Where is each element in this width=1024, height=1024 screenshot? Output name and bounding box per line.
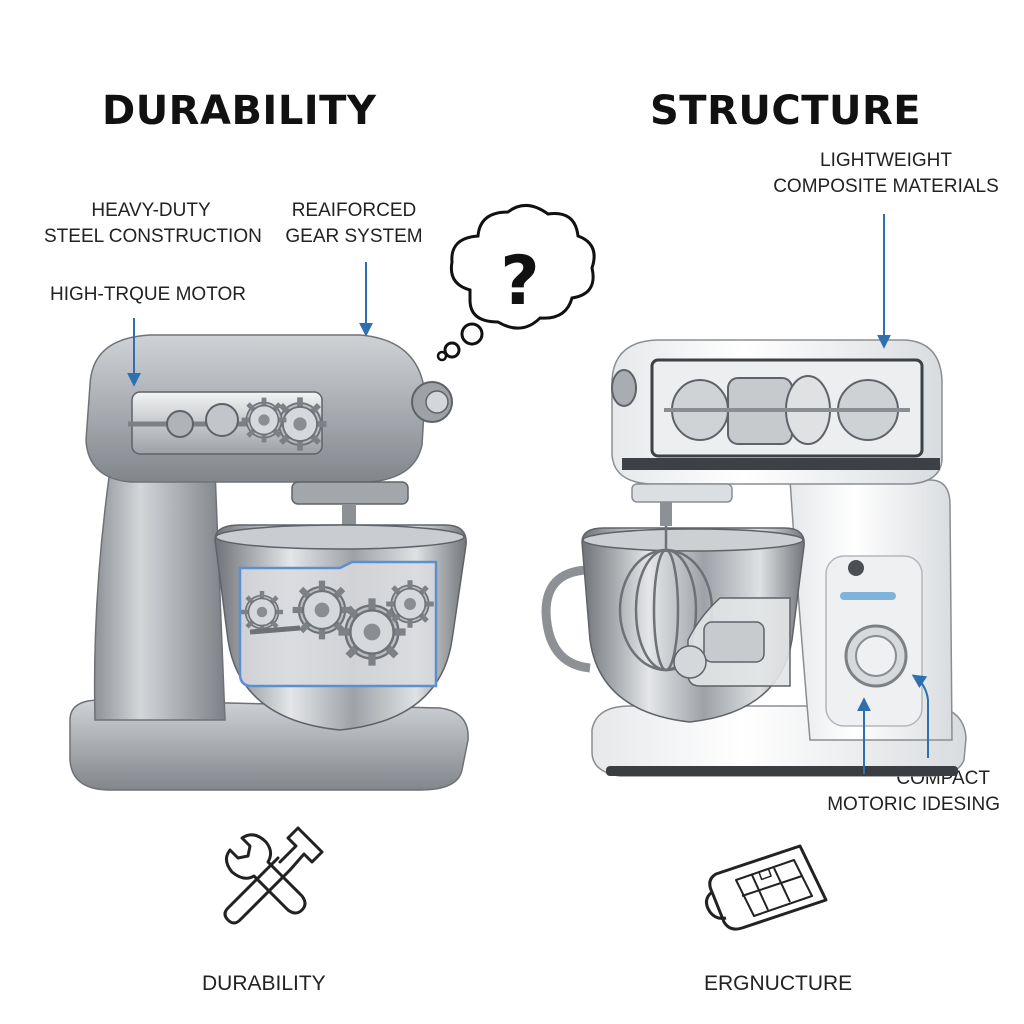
motor-callout: HIGH-TRQUE MOTOR — [50, 284, 246, 305]
gear-callout-line-1: REAIFORCED — [291, 200, 417, 221]
power-button — [848, 560, 864, 576]
compact-motor-arrow-2 — [911, 674, 929, 758]
structure-caption: ERGNUCTURE — [704, 972, 853, 995]
white-mixer-side-knob — [611, 369, 637, 407]
gear-system-callout: REAIFORCED GEAR SYSTEM — [280, 198, 428, 250]
steel-mixer-column — [93, 469, 226, 721]
materials-callout-line-1: LIGHTWEIGHT — [820, 150, 952, 171]
materials-callout-line-2: COMPOSITE MATERIALS — [773, 176, 999, 197]
white-mixer-bowl-handle — [541, 565, 597, 673]
durability-heading: DURABILITY — [102, 88, 377, 134]
question-mark: ? — [500, 242, 539, 321]
gear-callout-line-2: GEAR SYSTEM — [285, 226, 423, 247]
steel-callout-line-1: HEAVY-DUTY — [91, 200, 211, 221]
compact-callout-line-2: MOTORIC IDESING — [827, 794, 1000, 815]
steel-construction-callout: HEAVY-DUTY STEEL CONSTRUCTION — [44, 198, 262, 250]
white-stand-mixer — [541, 339, 967, 777]
structure-heading: STRUCTURE — [650, 88, 922, 134]
thought-bubble-icon: ? — [436, 204, 596, 362]
wrench-hammer-icon — [223, 826, 324, 925]
durability-caption: DURABILITY — [202, 972, 326, 995]
indicator-light — [840, 592, 896, 600]
steel-callout-line-2: STEEL CONSTRUCTION — [44, 226, 262, 247]
composite-materials-callout: LIGHTWEIGHT COMPOSITE MATERIALS — [760, 148, 1012, 200]
blueprint-icon — [705, 844, 828, 931]
steel-stand-mixer — [69, 334, 469, 791]
